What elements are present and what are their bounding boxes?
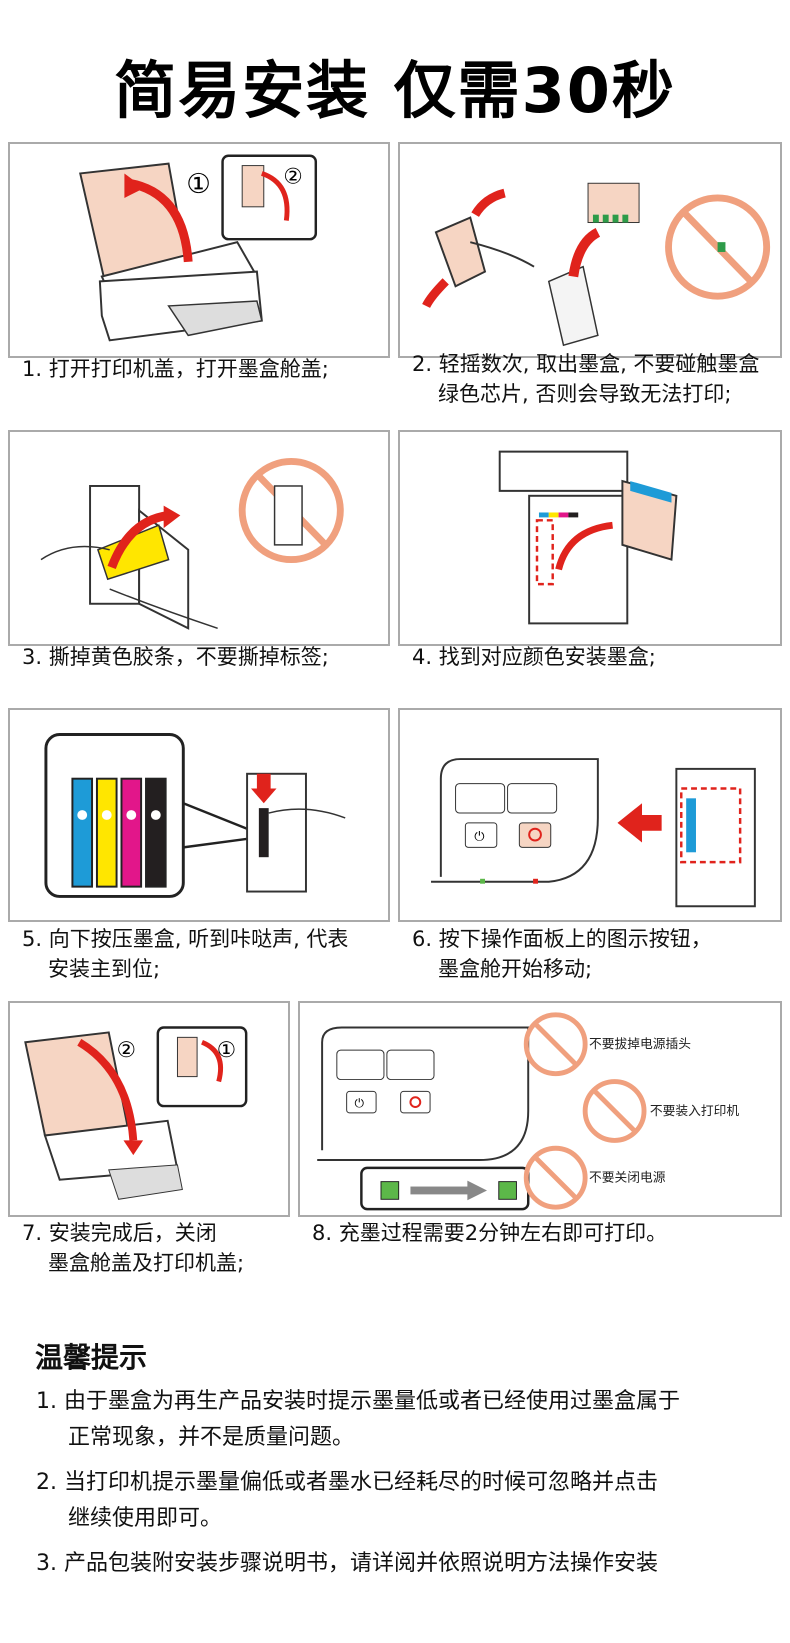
tip-item-3: 3. 产品包装附安装步骤说明书，请详阅并依照说明方法操作安装: [36, 1546, 658, 1582]
step-text: 轻摇数次, 取出墨盒, 不要碰触墨盒: [438, 352, 760, 376]
tip-text: 产品包装附安装步骤说明书，请详阅并依照说明方法操作安装: [64, 1551, 659, 1576]
warning-text-no-insert: 不要装入打印机: [650, 1104, 739, 1119]
step-5-illustration: [8, 708, 390, 922]
badge-1: ①: [217, 1038, 236, 1063]
tip-text: 当打印机提示墨量偏低或者墨水已经耗尽的时候可忽略并点击: [64, 1470, 659, 1495]
tip-item-2: 2. 当打印机提示墨量偏低或者墨水已经耗尽的时候可忽略并点击 继续使用即可。: [36, 1465, 658, 1537]
step-text-line-2: 墨盒舱盖及打印机盖;: [48, 1251, 245, 1275]
tip-item-1: 1. 由于墨盒为再生产品安装时提示墨量低或者已经使用过墨盒属于 正常现象，并不是…: [36, 1384, 680, 1456]
tip-text-line-2: 正常现象，并不是质量问题。: [68, 1425, 355, 1450]
svg-text:⏻: ⏻: [355, 1096, 365, 1110]
tip-text-line-2: 继续使用即可。: [68, 1506, 223, 1531]
charging-status-icon: ⏻ 不要拔掉电源插头 不要装入打印机 不要关闭电源: [317, 1012, 739, 1211]
step-5-caption: 5. 向下按压墨盒, 听到咔哒声, 代表 安装主到位;: [22, 924, 348, 984]
peel-tape-icon: [40, 458, 344, 630]
badge-2: ②: [117, 1038, 136, 1063]
step-8-caption: 8. 充墨过程需要2分钟左右即可打印。: [312, 1218, 667, 1248]
step-number: 4.: [412, 645, 433, 669]
warning-no-insert: 不要装入打印机: [582, 1079, 739, 1143]
shake-cartridge-icon: [422, 182, 771, 347]
svg-text:⏻: ⏻: [474, 830, 484, 845]
step-8-illustration: ⏻ 不要拔掉电源插头 不要装入打印机 不要关闭电源: [298, 1001, 782, 1217]
insert-cartridge-icon: [498, 450, 678, 625]
step-6-illustration: ⏻: [398, 708, 782, 922]
tip-text: 由于墨盒为再生产品安装时提示墨量低或者已经使用过墨盒属于: [64, 1389, 681, 1414]
step-text: 找到对应颜色安装墨盒;: [438, 645, 656, 669]
step-number: 8.: [312, 1221, 333, 1245]
step-1-caption: 1. 打开打印机盖，打开墨盒舱盖;: [22, 354, 329, 384]
step-number: 2.: [412, 352, 433, 376]
step-text: 按下操作面板上的图示按钮，: [438, 927, 712, 951]
press-cartridge-icon: [44, 733, 346, 898]
step-4-caption: 4. 找到对应颜色安装墨盒;: [412, 642, 656, 672]
warning-unplug: 不要拔掉电源插头: [523, 1012, 691, 1077]
press-panel-button-icon: ⏻: [431, 758, 756, 908]
step-text: 向下按压墨盒, 听到咔哒声, 代表: [48, 927, 349, 951]
step-number: 3.: [22, 645, 43, 669]
step-text: 打开打印机盖，打开墨盒舱盖;: [48, 357, 329, 381]
tip-number: 2.: [36, 1470, 57, 1495]
step-6-caption: 6. 按下操作面板上的图示按钮， 墨盒舱开始移动;: [412, 924, 712, 984]
warning-text-unplug: 不要拔掉电源插头: [589, 1037, 691, 1052]
tips-heading: 温馨提示: [35, 1341, 148, 1374]
badge-1: ①: [186, 168, 211, 200]
tip-number: 1.: [36, 1389, 57, 1414]
step-number: 5.: [22, 927, 43, 951]
step-text-line-2: 安装主到位;: [48, 957, 161, 981]
step-4-illustration: [398, 430, 782, 646]
step-text: 安装完成后，关闭: [48, 1221, 217, 1245]
step-text-line-2: 墨盒舱开始移动;: [438, 957, 593, 981]
step-2-illustration: [398, 142, 782, 358]
step-number: 7.: [22, 1221, 43, 1245]
step-number: 1.: [22, 357, 43, 381]
badge-2: ②: [283, 164, 302, 189]
warning-text-power-off: 不要关闭电源: [589, 1171, 666, 1186]
step-1-illustration: ① ②: [8, 142, 390, 358]
page-title: 简易安装 仅需30秒: [114, 54, 676, 127]
step-7-illustration: ② ①: [8, 1001, 290, 1217]
step-2-caption: 2. 轻摇数次, 取出墨盒, 不要碰触墨盒 绿色芯片, 否则会导致无法打印;: [412, 349, 759, 409]
step-3-caption: 3. 撕掉黄色胶条，不要撕掉标签;: [22, 642, 329, 672]
step-text: 撕掉黄色胶条，不要撕掉标签;: [48, 645, 329, 669]
step-3-illustration: [8, 430, 390, 646]
warning-power-off: 不要关闭电源: [523, 1145, 666, 1210]
step-text-line-2: 绿色芯片, 否则会导致无法打印;: [438, 382, 732, 406]
open-printer-lid-icon: ① ②: [79, 154, 318, 342]
step-7-caption: 7. 安装完成后，关闭 墨盒舱盖及打印机盖;: [22, 1218, 244, 1278]
step-text: 充墨过程需要2分钟左右即可打印。: [338, 1221, 668, 1245]
step-number: 6.: [412, 927, 433, 951]
close-printer-lid-icon: ② ①: [24, 1026, 248, 1200]
tip-number: 3.: [36, 1551, 57, 1576]
